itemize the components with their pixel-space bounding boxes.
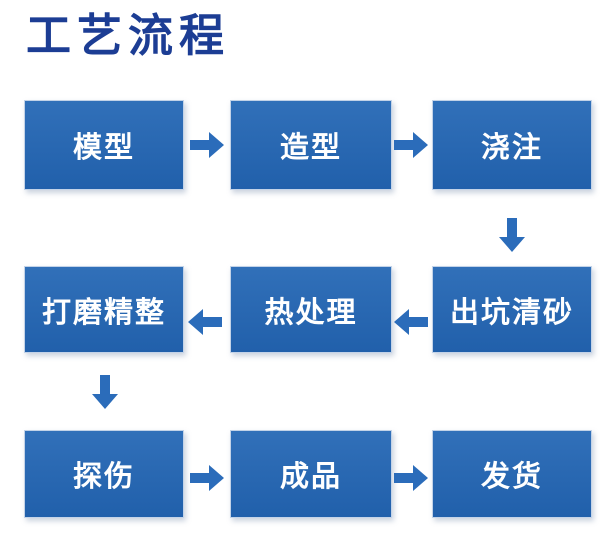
pit-sand-cleaning-box-label: 出坑清砂	[449, 294, 574, 329]
arrow-right-icon	[394, 465, 428, 491]
shipping-box-label: 发货	[480, 459, 543, 493]
arrow-down-icon	[92, 375, 118, 409]
finished-product-box-label: 成品	[279, 459, 342, 493]
grinding-finishing-box: 打磨精整	[24, 266, 184, 353]
model-box: 模型	[24, 100, 184, 190]
pouring-box: 浇注	[432, 100, 592, 190]
heat-treatment-box-label: 热处理	[264, 294, 358, 329]
molding-box: 造型	[230, 100, 392, 190]
arrow-down-icon	[499, 218, 525, 252]
pit-sand-cleaning-box: 出坑清砂	[432, 266, 592, 353]
heat-treatment-box: 热处理	[230, 266, 392, 353]
flaw-detection-box-label: 探伤	[72, 459, 135, 493]
flaw-detection-box: 探伤	[24, 430, 184, 518]
arrow-right-icon	[190, 465, 224, 491]
molding-box-label: 造型	[279, 130, 342, 164]
grinding-finishing-box-label: 打磨精整	[41, 294, 166, 329]
model-box-label: 模型	[72, 130, 135, 164]
arrow-right-icon	[190, 132, 224, 158]
finished-product-box: 成品	[230, 430, 392, 518]
shipping-box: 发货	[432, 430, 592, 518]
arrow-right-icon	[394, 132, 428, 158]
page-title: 工艺流程	[26, 9, 231, 62]
arrow-left-icon	[188, 309, 222, 335]
pouring-box-label: 浇注	[480, 130, 543, 164]
arrow-left-icon	[394, 309, 428, 335]
